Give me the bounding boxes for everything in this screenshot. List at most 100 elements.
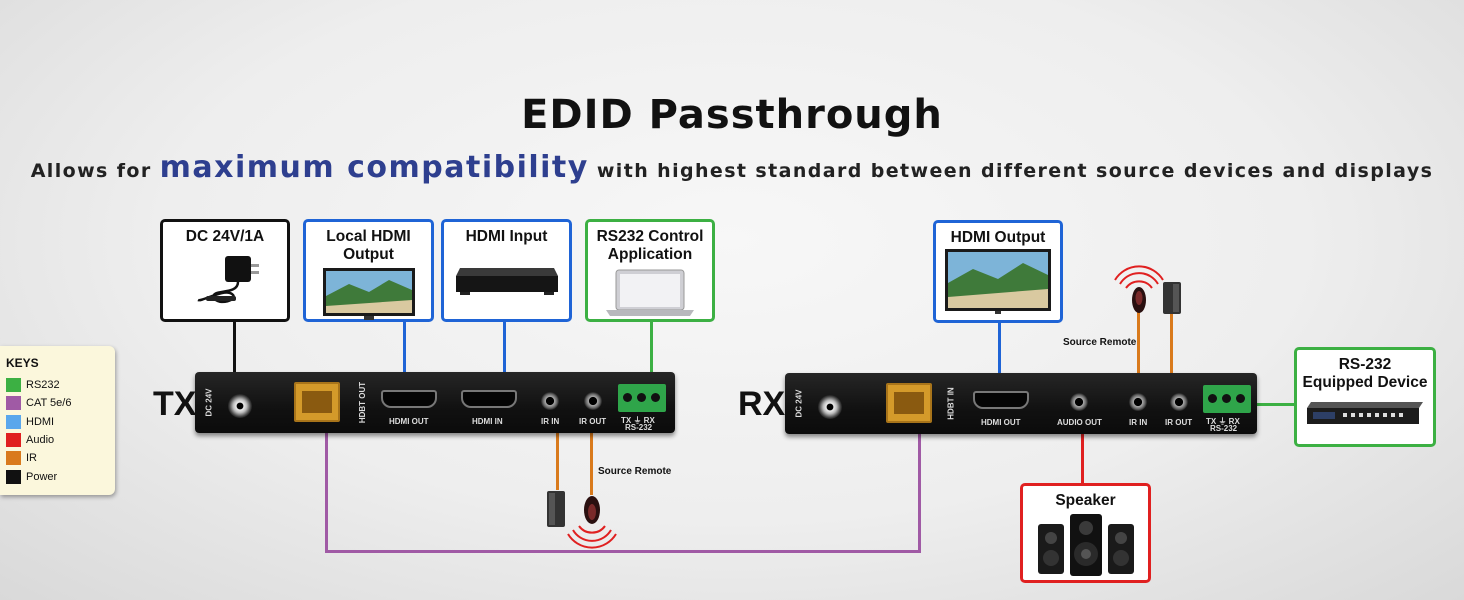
rx-dc-jack[interactable] bbox=[818, 395, 842, 419]
local-hdmi-wire bbox=[403, 319, 406, 374]
keys-item-label: Audio bbox=[26, 434, 55, 447]
hdmi-output-label: HDMI Output bbox=[950, 229, 1046, 246]
ir-receiver-icon bbox=[547, 491, 565, 527]
rx-hdbt-port[interactable] bbox=[886, 383, 932, 423]
rs232-device-wire bbox=[1256, 403, 1296, 406]
rx-ir-out-jack[interactable] bbox=[1170, 393, 1188, 411]
keys-item-label: HDMI bbox=[26, 415, 55, 428]
tx-ir-out-label: IR OUT bbox=[579, 417, 607, 426]
keys-item-label: CAT 5e/6 bbox=[26, 397, 72, 410]
keys-item: Power bbox=[6, 467, 115, 485]
media-player-icon bbox=[455, 268, 558, 295]
page-title: EDID Passthrough bbox=[521, 92, 943, 138]
tv-icon bbox=[945, 249, 1051, 314]
cat-wire-tx-down bbox=[325, 430, 328, 553]
speaker-label: Speaker bbox=[1055, 492, 1116, 509]
keys-swatch bbox=[6, 414, 21, 429]
tx-hdmi-out-port[interactable] bbox=[381, 390, 437, 408]
page-subtitle: Allows for maximum compatibility with hi… bbox=[0, 150, 1464, 185]
rx-rs232-terminal[interactable] bbox=[1203, 385, 1251, 413]
tx-unit: DC 24V HDBT OUT HDMI OUT HDMI IN IR IN I… bbox=[195, 372, 675, 433]
rx-label: RX bbox=[738, 385, 786, 423]
rx-dc-label: DC 24V bbox=[794, 389, 804, 418]
ir-receiver-icon bbox=[1163, 282, 1181, 314]
rx-source-remote-label: Source Remote bbox=[1063, 337, 1137, 348]
ir-emitter-icon bbox=[1114, 265, 1164, 313]
tx-hdbt-port[interactable] bbox=[294, 382, 340, 422]
tx-rs232-bottom-label: RS-232 bbox=[625, 423, 653, 432]
ir-emitter-icon bbox=[567, 496, 617, 549]
tx-source-remote-label: Source Remote bbox=[598, 466, 672, 477]
keys-item: Audio bbox=[6, 431, 115, 449]
rs232-app-box: RS232 Control Application bbox=[585, 219, 715, 322]
speaker-icon bbox=[1037, 514, 1134, 576]
power-adapter-icon bbox=[197, 256, 259, 304]
tx-dc-jack[interactable] bbox=[228, 394, 252, 418]
keys-item-label: IR bbox=[26, 452, 37, 465]
keys-item-label: RS232 bbox=[26, 379, 60, 392]
subtitle-highlight: maximum compatibility bbox=[159, 150, 589, 185]
keys-swatch bbox=[6, 396, 21, 411]
rx-audio-out-label: AUDIO OUT bbox=[1057, 418, 1102, 427]
rx-unit: DC 24V HDBT IN HDMI OUT AUDIO OUT IR IN … bbox=[785, 373, 1257, 434]
tx-ir-out-jack[interactable] bbox=[584, 392, 602, 410]
keys-title: KEYS bbox=[6, 356, 39, 370]
local-hdmi-box: Local HDMI Output bbox=[303, 219, 434, 322]
rs232-app-wire bbox=[650, 319, 653, 374]
rx-hdmi-out-port[interactable] bbox=[973, 391, 1029, 409]
rx-ir-in-jack[interactable] bbox=[1129, 393, 1147, 411]
tx-hdmi-in-label: HDMI IN bbox=[472, 417, 503, 426]
tx-rs232-top-label: TX ⏚ RX bbox=[621, 416, 655, 425]
hdmi-input-wire bbox=[503, 319, 506, 374]
subtitle-before: Allows for bbox=[30, 160, 160, 182]
rs232-app-label: RS232 Control Application bbox=[596, 228, 704, 263]
hdmi-output-wire bbox=[998, 320, 1001, 375]
subtitle-after: with highest standard between different … bbox=[588, 160, 1434, 182]
keys-item: RS232 bbox=[6, 376, 115, 394]
keys-item-label: Power bbox=[26, 470, 58, 483]
tx-ir-in-wire bbox=[556, 430, 559, 490]
rs232-device-box: RS-232 Equipped Device bbox=[1294, 347, 1436, 447]
tx-hdmi-out-label: HDMI OUT bbox=[389, 417, 429, 426]
local-hdmi-label: Local HDMI Output bbox=[326, 228, 411, 263]
rx-hdmi-out-label: HDMI OUT bbox=[981, 418, 1021, 427]
dc-power-box: DC 24V/1A bbox=[160, 219, 290, 322]
rx-hdbt-label: HDBT IN bbox=[946, 387, 956, 420]
tx-dc-label: DC 24V bbox=[204, 388, 214, 417]
laptop-icon bbox=[606, 269, 694, 316]
speaker-wire bbox=[1081, 432, 1084, 484]
dc-power-label: DC 24V/1A bbox=[185, 228, 265, 245]
hdmi-output-box: HDMI Output bbox=[933, 220, 1063, 323]
rx-audio-out-jack[interactable] bbox=[1070, 393, 1088, 411]
cat-wire-bottom bbox=[325, 550, 921, 553]
keys-swatch bbox=[6, 451, 21, 466]
rs232-device-label: RS-232 Equipped Device bbox=[1302, 356, 1428, 391]
rx-ir-out-wire bbox=[1170, 310, 1173, 374]
keys-swatch bbox=[6, 469, 21, 484]
keys-item: CAT 5e/6 bbox=[6, 394, 115, 412]
cat-wire-rx-down bbox=[918, 430, 921, 553]
keys-item: HDMI bbox=[6, 413, 115, 431]
keys-swatch bbox=[6, 433, 21, 448]
tx-label: TX bbox=[153, 385, 197, 423]
rx-ir-in-label: IR IN bbox=[1129, 418, 1148, 427]
tx-hdbt-label: HDBT OUT bbox=[358, 381, 368, 424]
rx-rs232-bottom-label: RS-232 bbox=[1210, 424, 1238, 433]
hdmi-input-label: HDMI Input bbox=[465, 228, 548, 245]
tv-icon bbox=[322, 268, 415, 320]
rx-ir-out-label: IR OUT bbox=[1165, 418, 1193, 427]
tx-ir-in-label: IR IN bbox=[541, 417, 560, 426]
tx-hdmi-in-port[interactable] bbox=[461, 390, 517, 408]
tx-ir-out-wire bbox=[590, 430, 593, 495]
keys-swatch bbox=[6, 378, 21, 393]
hdmi-input-box: HDMI Input bbox=[441, 219, 572, 322]
rx-ir-in-wire bbox=[1137, 310, 1140, 374]
speaker-box: Speaker bbox=[1020, 483, 1151, 583]
power-wire bbox=[233, 319, 236, 374]
matrix-switch-icon bbox=[1307, 402, 1423, 424]
tx-ir-in-jack[interactable] bbox=[541, 392, 559, 410]
tx-rs232-terminal[interactable] bbox=[618, 384, 666, 412]
rx-rs232-top-label: TX ⏚ RX bbox=[1206, 417, 1240, 426]
